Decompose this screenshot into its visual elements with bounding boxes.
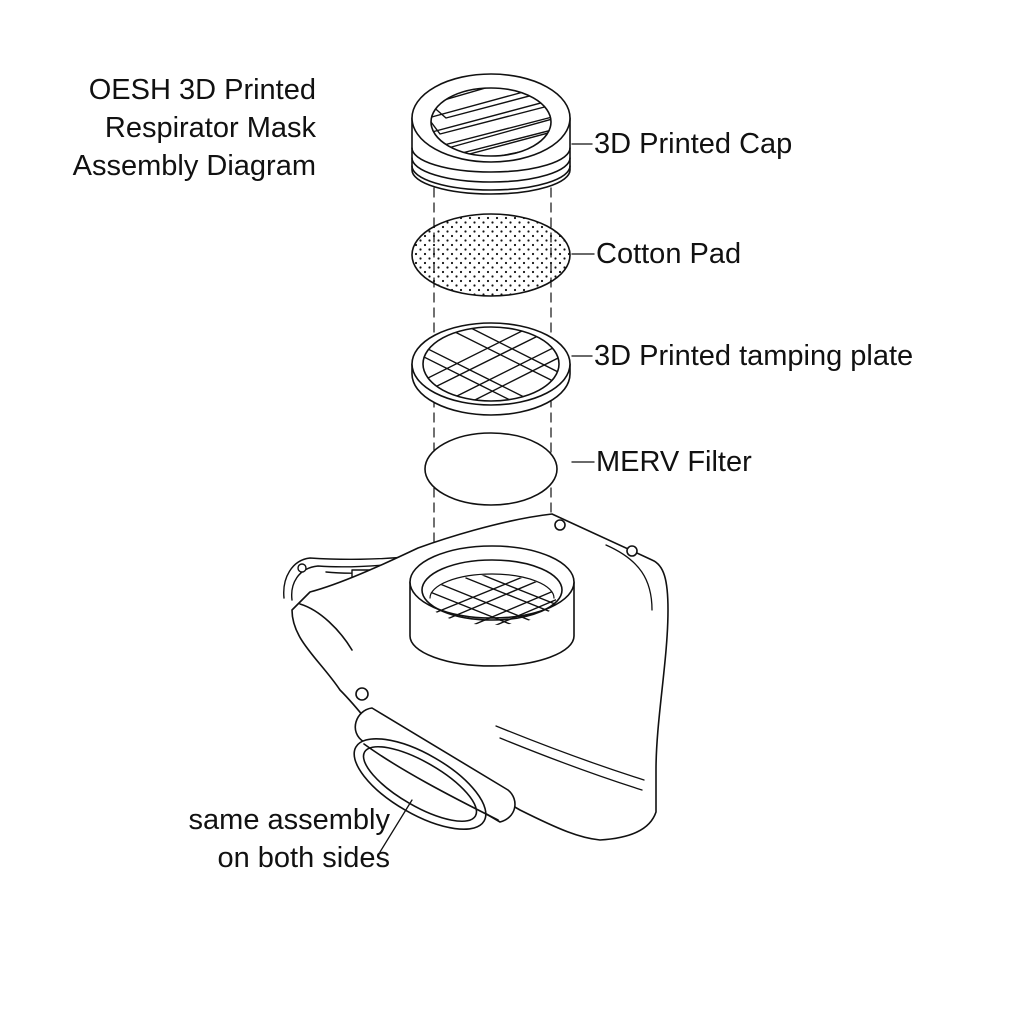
label-merv-filter: MERV Filter <box>596 446 752 478</box>
diagram-title-line-3: Assembly Diagram <box>72 150 316 182</box>
cotton-pad <box>412 214 570 296</box>
note-line-1: same assembly <box>188 804 390 836</box>
front-socket <box>341 708 515 847</box>
label-cap: 3D Printed Cap <box>594 128 793 160</box>
label-cotton-pad: Cotton Pad <box>596 238 742 270</box>
tamping-plate <box>412 320 570 415</box>
diagram-title-line-2: Respirator Mask <box>104 112 316 144</box>
filter-socket <box>410 546 574 666</box>
diagram-title-line-1: OESH 3D Printed <box>88 74 316 106</box>
note-line-2: on both sides <box>217 842 390 874</box>
label-leaders <box>380 144 594 852</box>
printed-cap <box>412 74 570 194</box>
merv-filter <box>425 433 557 505</box>
label-tamping-plate: 3D Printed tamping plate <box>594 340 914 372</box>
